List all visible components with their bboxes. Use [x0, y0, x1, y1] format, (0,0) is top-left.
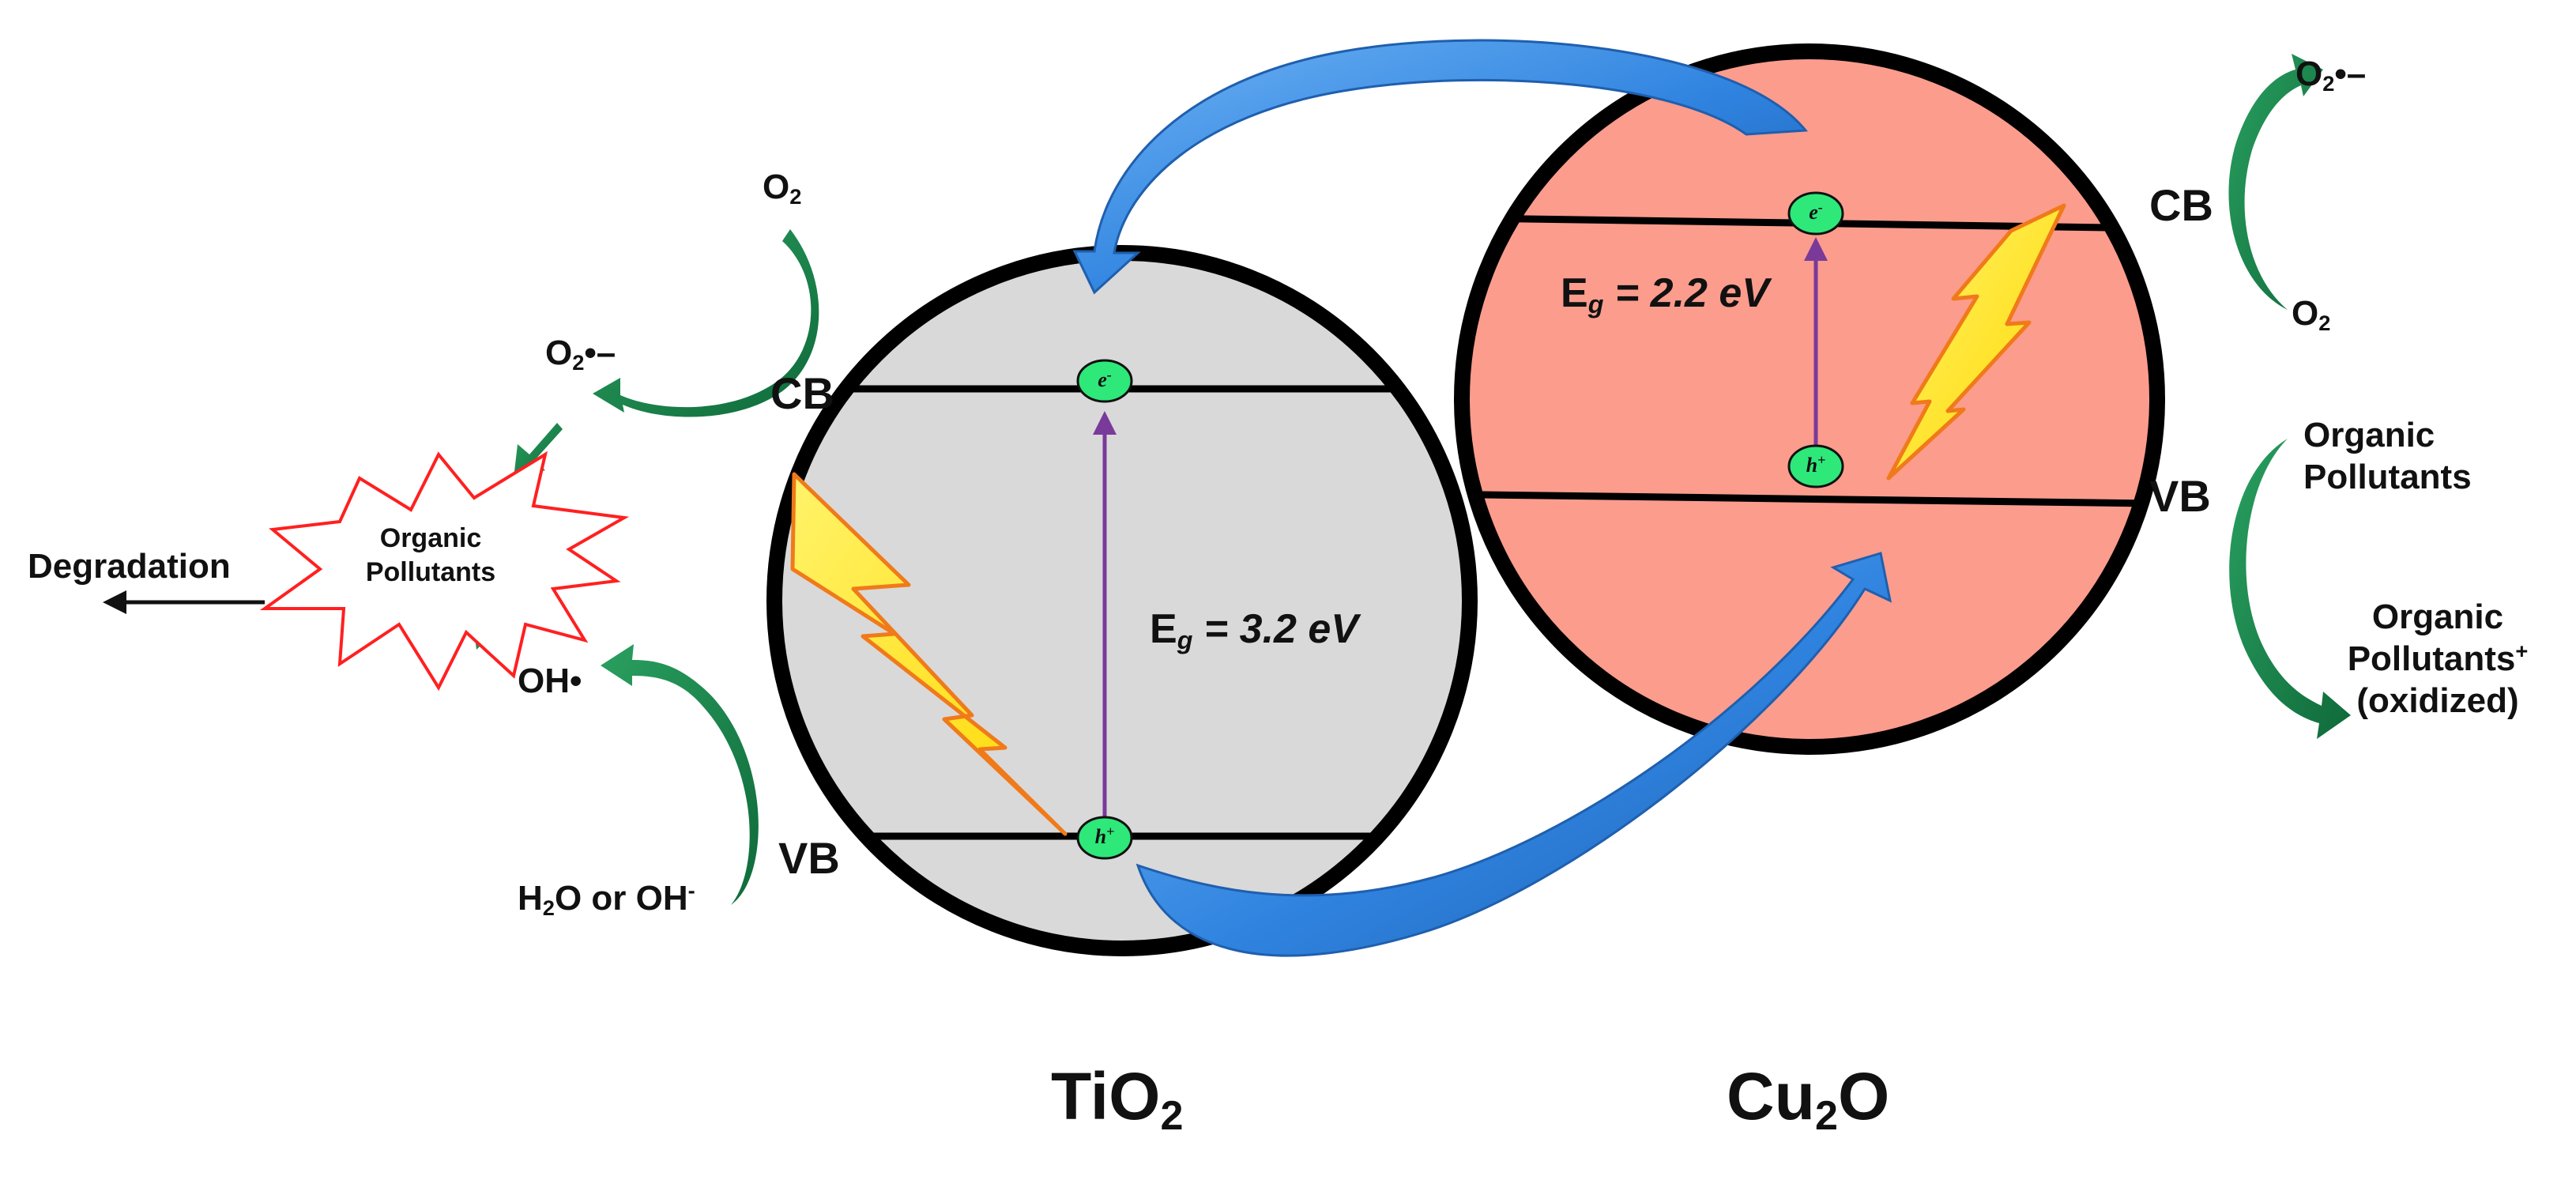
cu2o-lightning-icon — [1886, 203, 2066, 481]
tio2-lightning-icon — [790, 472, 1068, 836]
tio2-hole-marker — [1076, 816, 1133, 860]
hole-transfer-arrow — [1135, 552, 1892, 957]
left-water-arrow — [601, 644, 759, 905]
left-superoxide-to-pollutant-arrow — [514, 423, 563, 478]
left-o2-arrow — [593, 229, 819, 417]
pollutant-starburst — [259, 451, 630, 692]
cu2o-vb-line — [1462, 490, 2157, 508]
right-o2-arrow — [2228, 54, 2323, 310]
tio2-circle — [774, 253, 1470, 948]
tio2-electron-marker — [1076, 359, 1133, 403]
cu2o-electron-marker — [1787, 191, 1844, 236]
tio2-particle — [766, 245, 1478, 956]
right-pollutant-arrow — [2229, 439, 2351, 739]
cu2o-particle — [1454, 43, 2165, 755]
electron-transfer-arrow — [1072, 39, 1808, 295]
cu2o-hole-marker — [1787, 444, 1844, 488]
